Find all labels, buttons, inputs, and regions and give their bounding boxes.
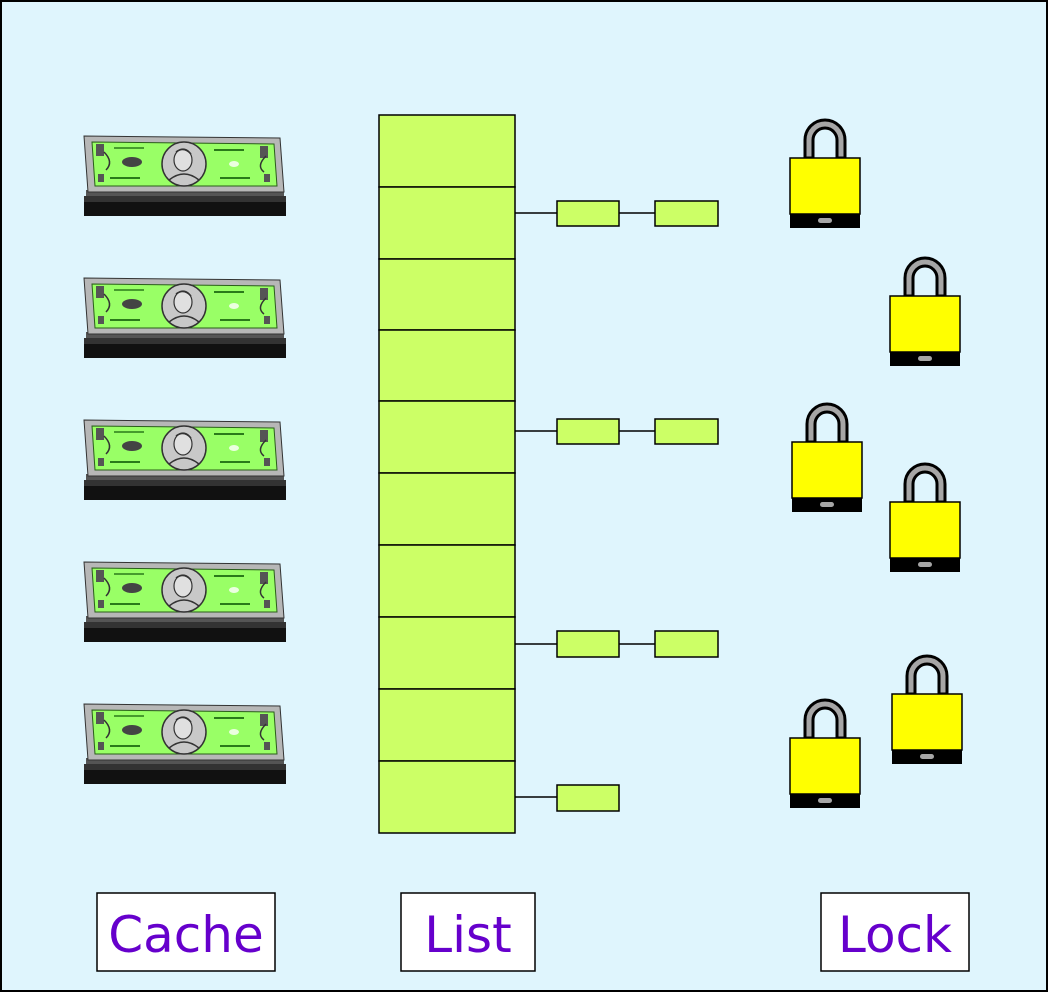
cache-label: Cache — [108, 906, 264, 964]
list-bucket — [378, 329, 516, 402]
list-bucket — [378, 114, 516, 188]
list-bucket — [378, 400, 516, 474]
list-bucket — [378, 258, 516, 331]
chain-node — [556, 200, 620, 227]
money-stack-icon — [83, 277, 287, 359]
chain-bucket-10 — [515, 784, 620, 812]
lock-label-box — [820, 892, 970, 972]
chain-node — [556, 630, 620, 658]
list-buckets — [378, 114, 516, 834]
money-stack-icon — [83, 703, 287, 785]
cache-label-box — [96, 892, 276, 972]
list-label-box — [400, 892, 536, 972]
money-stack-icon — [83, 419, 287, 501]
chain-node — [654, 200, 719, 227]
chain-bucket-5 — [515, 418, 719, 445]
chain-node — [556, 418, 620, 445]
chain-bucket-8 — [515, 630, 719, 658]
money-stack-icon — [83, 561, 287, 643]
money-stack-icon — [83, 135, 287, 217]
chain-bucket-2 — [515, 200, 719, 227]
list-bucket — [378, 472, 516, 546]
lock-label: Lock — [838, 906, 952, 964]
list-bucket — [378, 186, 516, 260]
chain-node — [556, 784, 620, 812]
list-bucket — [378, 688, 516, 762]
chain-node — [654, 418, 719, 445]
list-bucket — [378, 544, 516, 618]
chain-node — [654, 630, 719, 658]
list-label: List — [424, 906, 511, 964]
list-bucket — [378, 616, 516, 690]
list-bucket — [378, 760, 516, 834]
